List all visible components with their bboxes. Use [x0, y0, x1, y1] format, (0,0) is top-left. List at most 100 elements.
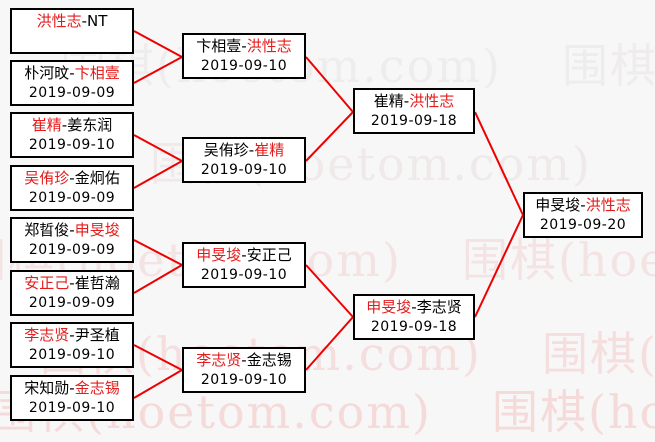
player-name: 崔精: [31, 116, 62, 134]
separator: -: [61, 116, 68, 134]
match-box: 卞相壹-洪性志 2019-09-10: [182, 33, 306, 79]
match-players: 卞相壹-洪性志: [184, 36, 304, 56]
match-players: 崔精-洪性志: [355, 91, 473, 111]
separator: -: [69, 274, 75, 292]
separator: -: [241, 351, 247, 369]
match-date: 2019-09-10: [28, 347, 116, 363]
match-players: 吴侑珍-崔精: [184, 140, 304, 160]
match-date: 2019-09-10: [200, 162, 288, 178]
separator: -: [69, 379, 75, 397]
separator: -: [69, 169, 75, 187]
player-name: 安正己: [246, 246, 292, 264]
match-box: 崔精-洪性志 2019-09-18: [353, 88, 475, 134]
player-name: 安正己: [24, 274, 70, 292]
player-name: NT: [87, 12, 108, 30]
player-name: 吴侑珍: [203, 141, 249, 159]
connector-line: [305, 56, 354, 113]
player-name: 申旻埈: [535, 196, 581, 214]
match-date: 2019-09-20: [539, 217, 627, 233]
match-date: 2019-09-10: [200, 372, 288, 388]
player-name: 金炯佑: [74, 169, 120, 187]
connector-line: [133, 239, 183, 266]
match-date: 2019-09-10: [200, 58, 288, 74]
match-players: 朴河旼-卞相壹: [12, 63, 132, 83]
connector-line: [133, 30, 183, 58]
player-name: 郑晢俊: [24, 221, 70, 239]
player-name: 崔精: [373, 92, 404, 110]
match-box: 朴河旼-卞相壹 2019-09-09: [10, 60, 134, 106]
match-date: 2019-09-18: [370, 319, 458, 335]
separator: -: [411, 298, 417, 316]
match-box: 宋知勋-金志锡 2019-09-10: [10, 375, 134, 421]
separator: -: [241, 246, 247, 264]
match-box: 洪性志-NT: [10, 8, 134, 54]
player-name: 金志锡: [74, 379, 120, 397]
player-name: 李志贤: [24, 326, 70, 344]
match-box: 吴侑珍-崔精 2019-09-10: [182, 137, 306, 183]
player-name: 崔哲瀚: [74, 274, 120, 292]
separator: -: [81, 12, 88, 30]
separator: -: [69, 64, 75, 82]
player-name: 洪性志: [409, 92, 455, 110]
connector-line: [133, 160, 183, 189]
match-players: 申旻埈-李志贤: [355, 297, 473, 317]
connector-line: [305, 316, 354, 371]
match-box: 崔精-姜东润 2019-09-10: [10, 112, 134, 158]
match-players: 李志贤-金志锡: [184, 350, 304, 370]
match-box: 申旻埈-洪性志 2019-09-20: [523, 192, 643, 238]
separator: -: [580, 196, 586, 214]
player-name: 李志贤: [416, 298, 462, 316]
player-name: 申旻埈: [74, 221, 120, 239]
player-name: 姜东润: [67, 116, 113, 134]
separator: -: [69, 326, 75, 344]
bracket-connectors: [133, 30, 524, 399]
connector-line: [305, 111, 354, 162]
separator: -: [403, 92, 410, 110]
match-players: 宋知勋-金志锡: [12, 378, 132, 398]
player-name: 李志贤: [196, 351, 242, 369]
match-date: 2019-09-10: [200, 267, 288, 283]
separator: -: [241, 37, 247, 55]
match-date: 2019-09-09: [28, 295, 116, 311]
player-name: 崔精: [254, 141, 285, 159]
player-name: 申旻埈: [366, 298, 412, 316]
match-players: 申旻埈-安正己: [184, 245, 304, 265]
player-name: 卞相壹: [196, 37, 242, 55]
separator: -: [69, 221, 75, 239]
match-players: 洪性志-NT: [12, 11, 132, 31]
connector-line: [133, 134, 183, 162]
player-name: 金志锡: [246, 351, 292, 369]
player-name: 申旻埈: [196, 246, 242, 264]
match-box: 李志贤-金志锡 2019-09-10: [182, 347, 306, 393]
match-date: 2019-09-10: [28, 137, 116, 153]
player-name: 卞相壹: [74, 64, 120, 82]
match-box: 郑晢俊-申旻埈 2019-09-09: [10, 217, 134, 263]
player-name: 吴侑珍: [24, 169, 70, 187]
connector-line: [474, 111, 524, 216]
connector-line: [133, 264, 183, 294]
match-box: 李志贤-尹圣植 2019-09-10: [10, 322, 134, 368]
connector-line: [133, 369, 183, 399]
player-name: 洪性志: [585, 196, 631, 214]
player-name: 洪性志: [36, 12, 82, 30]
match-box: 申旻埈-安正己 2019-09-10: [182, 242, 306, 288]
match-box: 吴侑珍-金炯佑 2019-09-09: [10, 165, 134, 211]
player-name: 洪性志: [246, 37, 292, 55]
match-date: 2019-09-10: [28, 400, 116, 416]
player-name: 宋知勋: [24, 379, 70, 397]
match-players: 申旻埈-洪性志: [525, 195, 641, 215]
match-date: 2019-09-18: [370, 113, 458, 129]
connector-line: [133, 56, 183, 84]
match-players: 吴侑珍-金炯佑: [12, 168, 132, 188]
connector-line: [133, 344, 183, 371]
match-box: 安正己-崔哲瀚 2019-09-09: [10, 270, 134, 316]
player-name: 尹圣植: [74, 326, 120, 344]
match-date: 2019-09-09: [28, 85, 116, 101]
match-players: 崔精-姜东润: [12, 115, 132, 135]
connector-line: [474, 214, 524, 318]
player-name: 朴河旼: [24, 64, 70, 82]
match-box: 申旻埈-李志贤 2019-09-18: [353, 294, 475, 340]
match-date: 2019-09-09: [28, 190, 116, 206]
match-players: 郑晢俊-申旻埈: [12, 220, 132, 240]
match-players: 安正己-崔哲瀚: [12, 273, 132, 293]
